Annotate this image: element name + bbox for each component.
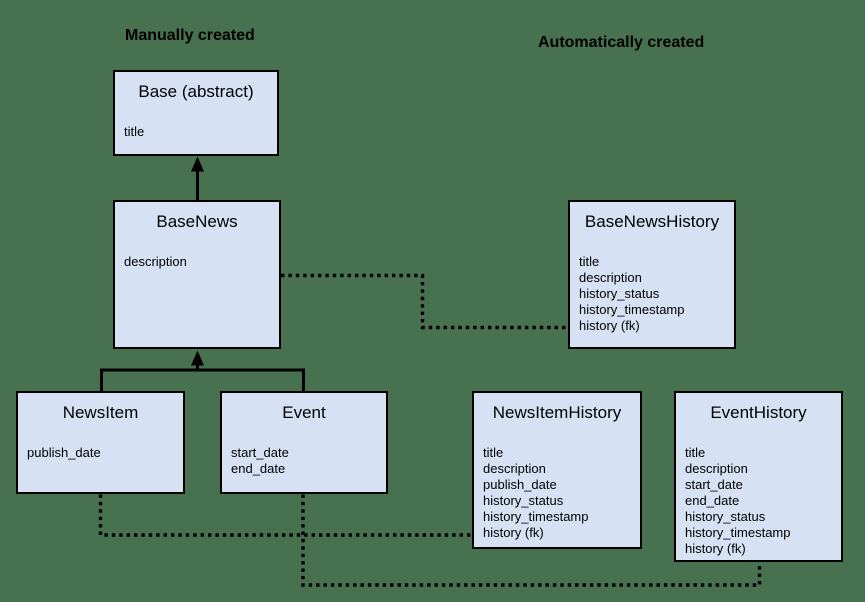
class-field: title — [483, 445, 504, 460]
label-manually-created: Manually created — [125, 27, 255, 44]
history-link-basenews-to-basenewshistory — [281, 273, 567, 330]
arrowhead-up-icon — [191, 156, 204, 172]
class-field: publish_date — [27, 445, 101, 460]
class-box-basenews: BaseNews description — [113, 200, 281, 349]
class-field: history_timestamp — [685, 525, 791, 540]
class-field: history (fk) — [483, 525, 544, 540]
class-field: title — [685, 445, 706, 460]
class-field: description — [579, 270, 642, 285]
class-title-newsitem: NewsItem — [62, 403, 139, 422]
class-field: start_date — [685, 477, 743, 492]
class-title-eventhistory: EventHistory — [710, 403, 807, 422]
class-box-base: Base (abstract) title — [113, 70, 279, 156]
class-box-event: Event start_date end_date — [220, 391, 388, 494]
class-title-basenewshistory: BaseNewsHistory — [584, 212, 720, 231]
class-field: history_timestamp — [483, 509, 589, 524]
class-field: description — [483, 461, 546, 476]
class-field: history_status — [579, 286, 660, 301]
arrowhead-up-icon — [191, 350, 204, 366]
class-box-basenewshistory: BaseNewsHistory title description histor… — [568, 200, 736, 349]
class-field: history (fk) — [685, 541, 746, 556]
class-field: history (fk) — [579, 318, 640, 333]
class-field: end_date — [685, 493, 740, 508]
class-box-eventhistory: EventHistory title description start_dat… — [674, 391, 843, 562]
class-field: publish_date — [483, 477, 557, 492]
class-field: history_status — [483, 493, 564, 508]
class-field: end_date — [231, 461, 286, 476]
class-box-newsitemhistory: NewsItemHistory title description publis… — [472, 391, 642, 549]
class-title-basenews: BaseNews — [156, 212, 238, 231]
class-box-newsitem: NewsItem publish_date — [16, 391, 185, 494]
inheritance-junction-bar — [100, 368, 305, 392]
label-automatically-created: Automatically created — [538, 34, 705, 51]
class-field: title — [579, 254, 600, 269]
class-field: start_date — [231, 445, 289, 460]
class-title-newsitemhistory: NewsItemHistory — [492, 403, 622, 422]
class-field: description — [685, 461, 748, 476]
class-field: description — [124, 254, 187, 269]
class-title-event: Event — [282, 403, 326, 422]
class-field: title — [124, 124, 145, 139]
class-title-base: Base (abstract) — [138, 82, 254, 101]
class-field: history_status — [685, 509, 766, 524]
class-field: history_timestamp — [579, 302, 685, 317]
history-link-newsitem-to-newsitemhistory — [98, 494, 471, 537]
